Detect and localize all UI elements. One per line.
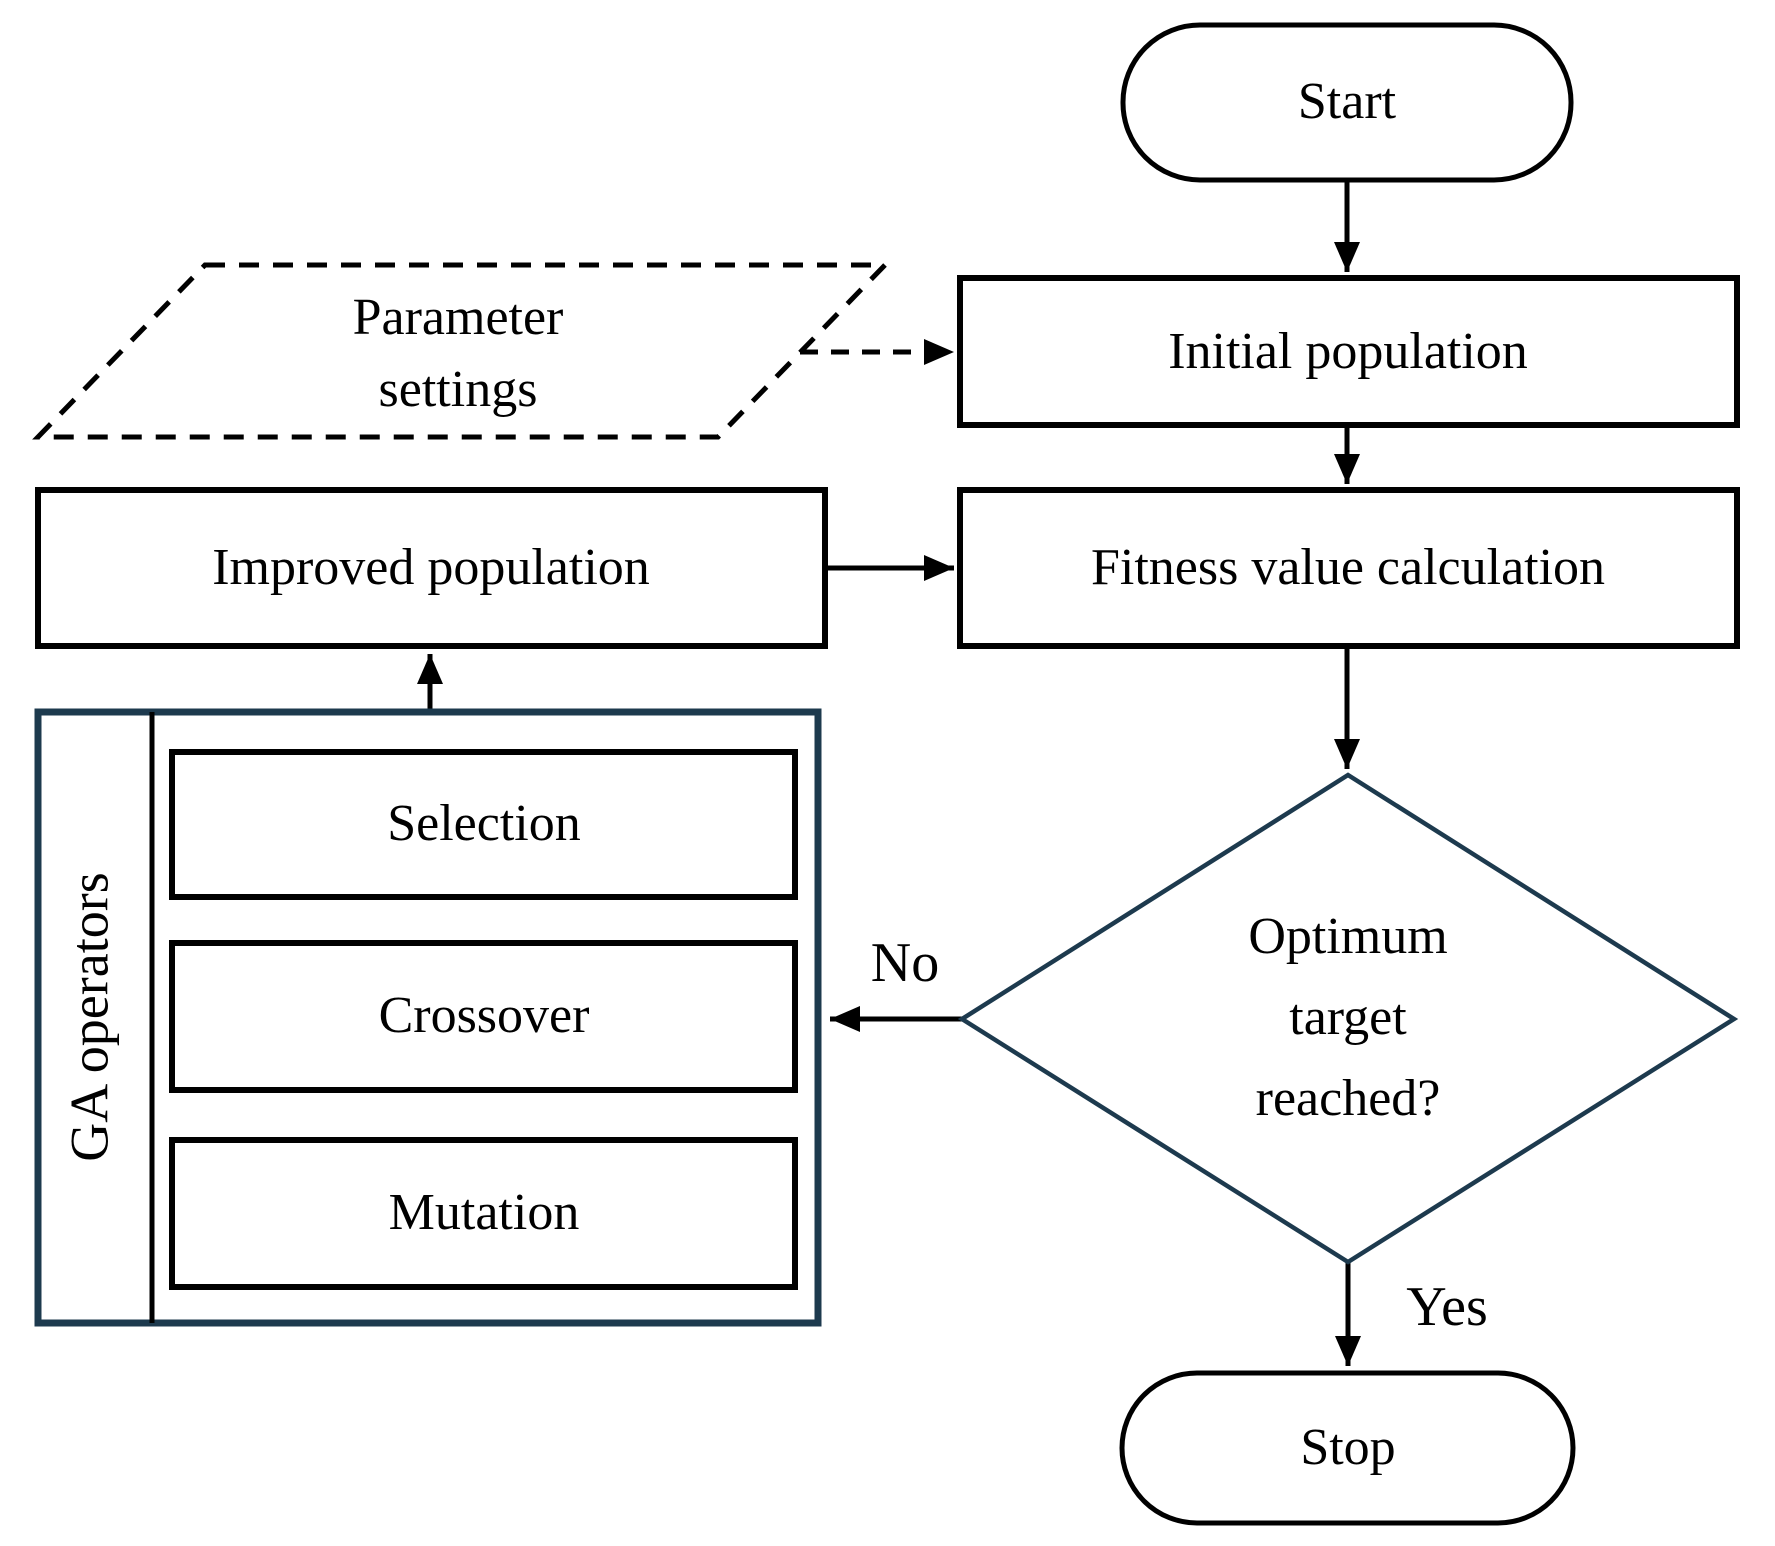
start-node: Start (1120, 22, 1574, 183)
initial-population-shape (957, 275, 1740, 428)
start-node-label: Start (1298, 73, 1397, 130)
crossover-shape (169, 940, 798, 1093)
ga-operators-group-label: GA operators (59, 872, 119, 1161)
stop-node: Stop (1119, 1370, 1576, 1526)
stop-node-label: Stop (1300, 1419, 1395, 1476)
stop-node-shape (1119, 1370, 1576, 1526)
parameter-settings-label-line2: settings (379, 361, 538, 418)
yes-branch-label: Yes (1406, 1276, 1487, 1338)
optimum-decision-label-line3: reached? (1256, 1070, 1441, 1127)
selection-shape (169, 749, 798, 900)
optimum-decision-shape (957, 772, 1739, 1265)
fitness-value-calculation-label: Fitness value calculation (1091, 539, 1605, 596)
optimum-decision-label-line1: Optimum (1248, 908, 1447, 965)
parameter-settings-node: Parameter settings (32, 262, 891, 440)
selection-node: Selection (169, 749, 798, 900)
optimum-decision-node: Optimum target reached? (957, 772, 1739, 1265)
edges (417, 180, 1361, 1366)
fitness-value-calculation-node: Fitness value calculation (957, 487, 1740, 649)
crossover-label: Crossover (379, 987, 590, 1044)
ga-operators-group: GA operators Selection Crossover Mutatio… (34, 708, 822, 1327)
fitness-value-calculation-shape (957, 487, 1740, 649)
optimum-decision-label-line2: target (1289, 989, 1407, 1046)
parameter-settings-label-line1: Parameter (353, 289, 564, 346)
improved-population-label: Improved population (212, 539, 650, 596)
mutation-shape (169, 1137, 798, 1290)
crossover-node: Crossover (169, 940, 798, 1093)
selection-label: Selection (387, 795, 581, 852)
no-branch-label: No (871, 932, 939, 994)
mutation-label: Mutation (389, 1184, 580, 1241)
improved-population-node: Improved population (35, 487, 828, 649)
start-node-shape (1120, 22, 1574, 183)
initial-population-node: Initial population (957, 275, 1740, 428)
improved-population-shape (35, 487, 828, 649)
initial-population-label: Initial population (1168, 323, 1528, 380)
mutation-node: Mutation (169, 1137, 798, 1290)
parameter-settings-shape (32, 262, 891, 440)
